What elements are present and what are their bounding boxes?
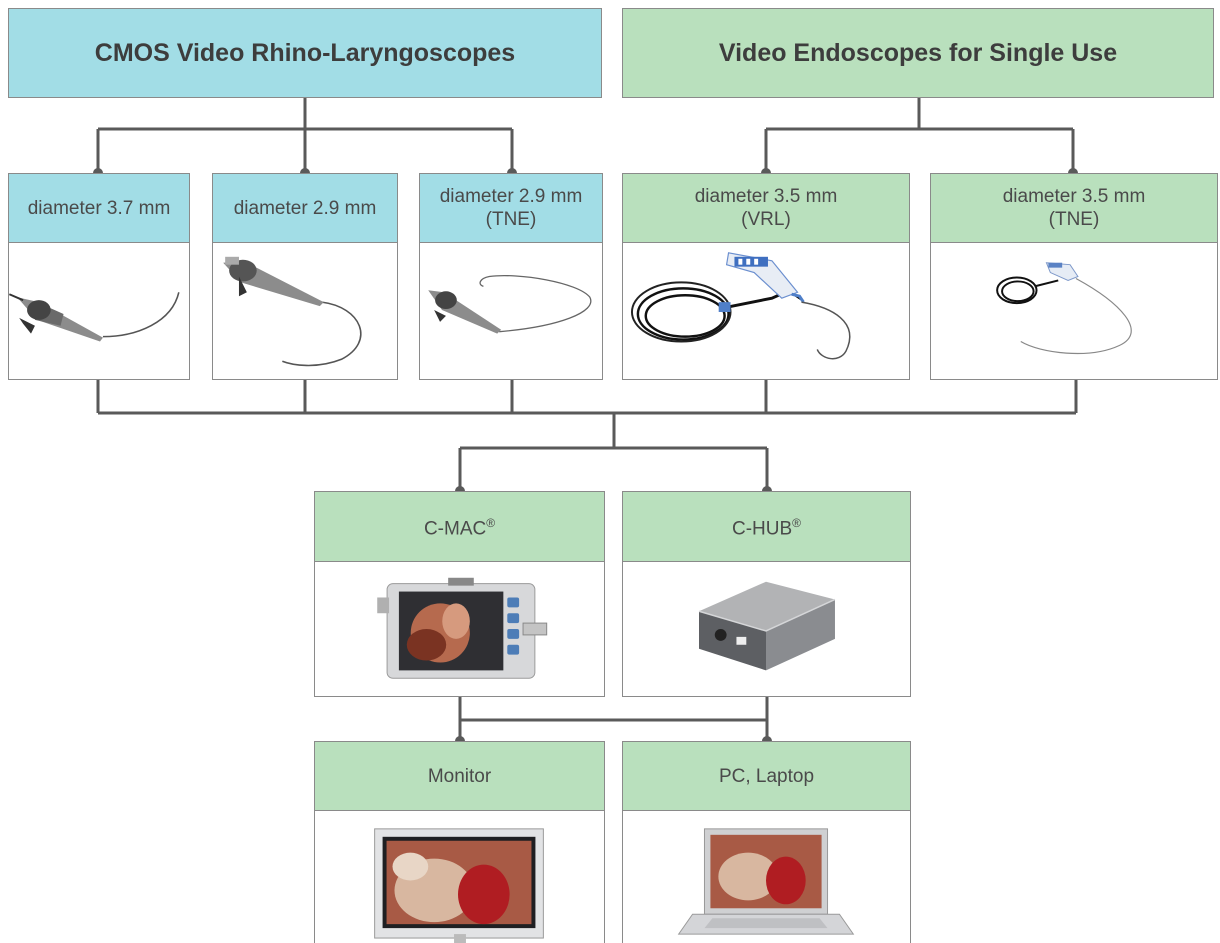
scope-label-4: diameter 3.5 mm (VRL) <box>622 173 910 243</box>
registered-mark: ® <box>792 516 801 531</box>
scope-label-2: diameter 2.9 mm <box>212 173 398 243</box>
scope-label-1: diameter 3.7 mm <box>8 173 190 243</box>
video-monitor-icon <box>314 561 605 697</box>
single-use-header: Video Endoscopes for Single Use <box>622 8 1214 98</box>
camera-hub-icon <box>622 561 911 697</box>
monitor-label: Monitor <box>314 741 605 811</box>
single-use-endoscope-icon <box>930 242 1218 380</box>
cmos-header: CMOS Video Rhino-Laryngoscopes <box>8 8 602 98</box>
c-mac-name: C-MAC <box>423 518 487 540</box>
scope-label-5: diameter 3.5 mm (TNE) <box>930 173 1218 243</box>
c-mac-label: C-MAC® <box>314 491 605 562</box>
rhino-laryngoscope-icon <box>8 242 190 380</box>
rhino-laryngoscope-icon <box>212 242 398 380</box>
laptop-icon <box>622 810 911 943</box>
c-hub-label: C-HUB® <box>622 491 911 562</box>
pc-laptop-label: PC, Laptop <box>622 741 911 811</box>
single-use-endoscope-icon <box>622 242 910 380</box>
registered-mark: ® <box>486 516 496 531</box>
c-hub-name: C-HUB <box>731 518 793 540</box>
scope-label-3: diameter 2.9 mm (TNE) <box>419 173 603 243</box>
display-icon <box>314 810 605 943</box>
rhino-laryngoscope-icon <box>419 242 603 380</box>
